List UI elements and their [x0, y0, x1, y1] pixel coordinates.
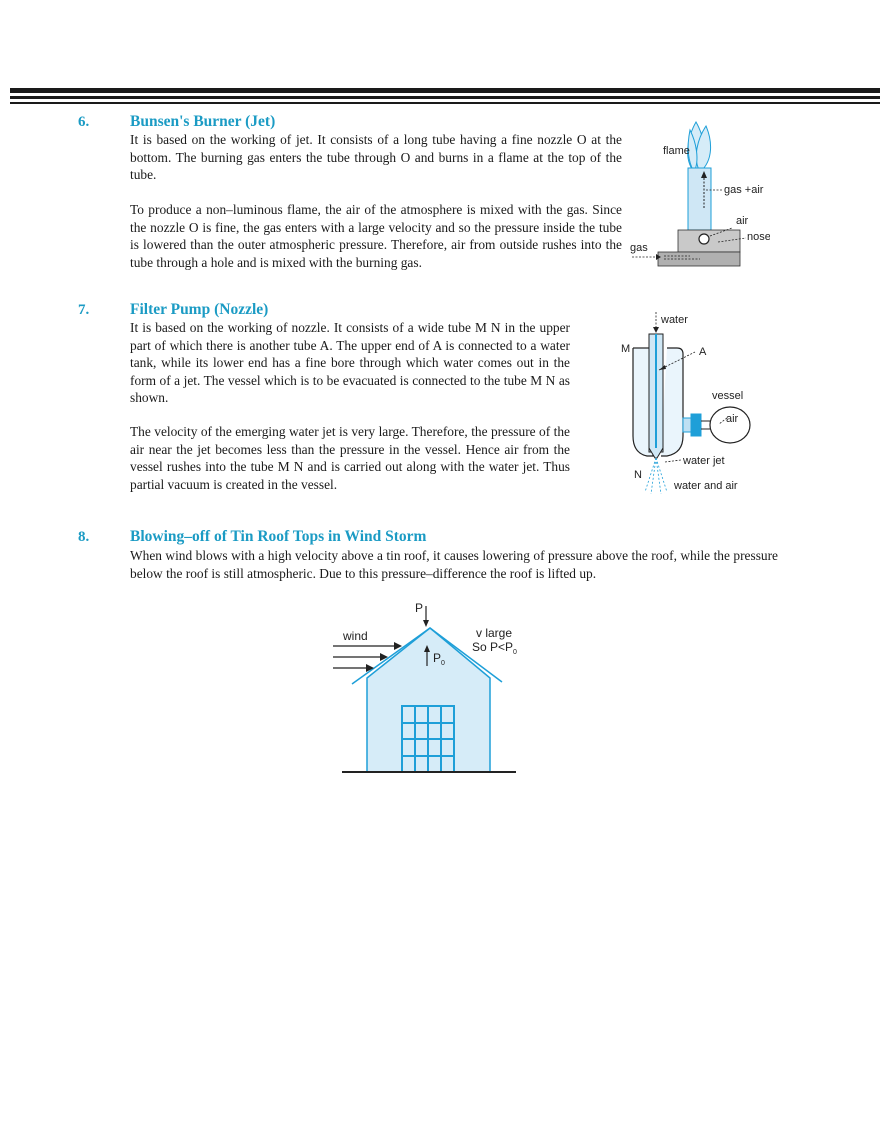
- section-7-paragraph-1: It is based on the working of nozzle. It…: [130, 320, 570, 405]
- section-6-number: 6.: [78, 114, 90, 130]
- section-8-number: 8.: [78, 529, 90, 545]
- pump-label-vessel: vessel: [712, 390, 743, 402]
- bunsen-burner-figure: flame gas +air air nosel gas: [630, 120, 770, 267]
- pump-label-water-and-air: water and air: [673, 480, 738, 492]
- section-8-title: Blowing–off of Tin Roof Tops in Wind Sto…: [130, 528, 427, 545]
- bunsen-label-nosel: nosel: [747, 231, 770, 243]
- roof-label-so-p-subscript: 0: [513, 649, 517, 656]
- section-6-paragraph-2: To produce a non–luminous flame, the air…: [130, 202, 622, 270]
- pump-label-water-jet: water jet: [682, 455, 725, 467]
- section-7-number: 7.: [78, 302, 90, 318]
- section-6-paragraph-1: It is based on the working of jet. It co…: [130, 132, 622, 182]
- filter-pump-figure: water M A vessel air water jet N water a…: [621, 312, 751, 495]
- header-rule-2: [10, 96, 880, 99]
- roof-label-so-p: So P<P0: [472, 640, 517, 656]
- pump-label-n: N: [634, 469, 642, 481]
- header-rule-3: [10, 102, 880, 104]
- roof-label-p0-subscript: 0: [441, 660, 445, 667]
- pump-label-water: water: [660, 314, 688, 326]
- section-7-paragraph-2: The velocity of the emerging water jet i…: [130, 424, 570, 492]
- roof-label-wind: wind: [342, 629, 368, 643]
- section-6-title: Bunsen's Burner (Jet): [130, 113, 276, 130]
- roof-figure: P wind v large So P<P0 P0: [333, 601, 517, 773]
- header-rule-1: [10, 88, 880, 93]
- pump-label-a: A: [699, 346, 707, 358]
- section-8-paragraph-1: When wind blows with a high velocity abo…: [130, 548, 778, 581]
- bunsen-label-gas-air: gas +air: [724, 184, 764, 196]
- bunsen-label-gas: gas: [630, 242, 648, 254]
- roof-label-p0: P0: [433, 651, 445, 667]
- section-7-title: Filter Pump (Nozzle): [130, 301, 269, 318]
- roof-label-v-large: v large: [476, 626, 512, 640]
- bunsen-label-air: air: [736, 215, 749, 227]
- pump-label-air: air: [726, 413, 739, 425]
- roof-label-p: P: [415, 601, 423, 615]
- bunsen-label-flame: flame: [663, 145, 690, 157]
- pump-label-m: M: [621, 343, 630, 355]
